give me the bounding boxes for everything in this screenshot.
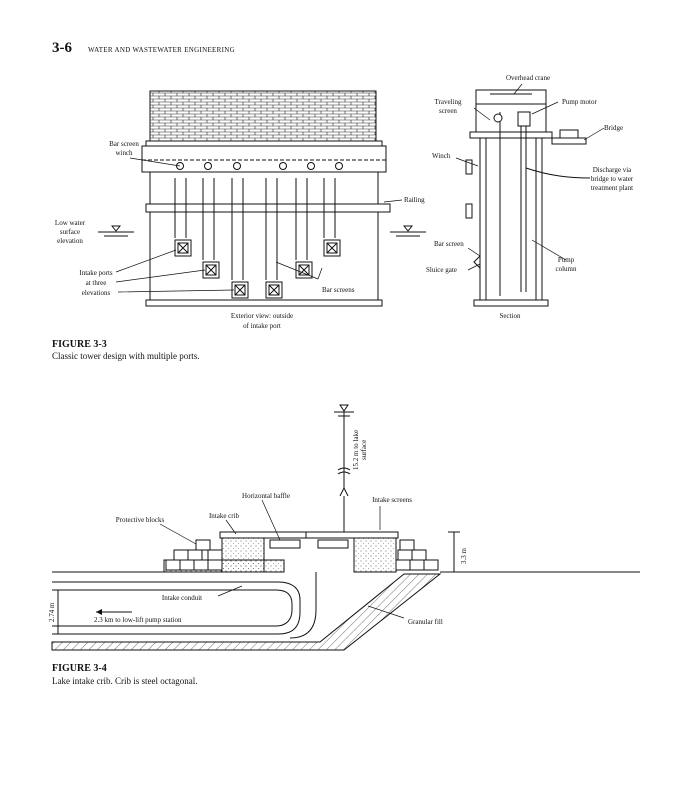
section-leaders [455, 83, 605, 271]
figure-3-4-leaders [159, 499, 405, 619]
label-lake-surface-2: surface [360, 440, 368, 460]
label-lake-surface-1: 15.2 m to lake [352, 430, 360, 470]
label-bridge: Bridge [604, 124, 623, 132]
label-intake-crib: Intake crib [209, 512, 240, 520]
label-intake-ports-3: elevations [82, 289, 111, 297]
label-intake-screens: Intake screens [372, 496, 412, 504]
label-low-water-3: elevation [57, 237, 83, 245]
running-title: WATER AND WASTEWATER ENGINEERING [88, 46, 235, 54]
label-intake-conduit: Intake conduit [162, 594, 202, 602]
label-exterior-view-2: of intake port [243, 322, 281, 330]
label-section: Section [500, 312, 521, 320]
page-number: 3-6 [52, 40, 72, 56]
label-bar-screen-winch-2: winch [115, 149, 133, 157]
label-bar-screen-winch-1: Bar screen [109, 140, 139, 148]
figure-3-4-caption: Lake intake crib. Crib is steel octagona… [52, 676, 198, 686]
figure-3-3-label: FIGURE 3-3 [52, 339, 107, 350]
winch-row [176, 162, 343, 170]
label-traveling-screen-1: Traveling [435, 98, 462, 106]
label-low-water-2: surface [60, 228, 80, 236]
figure-3-3-caption: Classic tower design with multiple ports… [52, 351, 200, 361]
label-overhead-crane: Overhead crane [506, 74, 550, 82]
label-bar-screen: Bar screen [434, 240, 464, 248]
label-pump-column-1: Pump [558, 256, 575, 264]
label-discharge-2: bridge to water [591, 175, 634, 183]
figure-3-4-labels: 15.2 m to lake surface Horizontal baffle… [48, 430, 468, 626]
label-pump-column-2: column [556, 265, 577, 273]
label-sluice-gate: Sluice gate [426, 266, 457, 274]
label-exterior-view-1: Exterior view: outside [231, 312, 293, 320]
tower-exterior [141, 90, 391, 307]
intake-ports [174, 239, 341, 299]
figure-3-3-labels: Bar screen winch Low water surface eleva… [55, 74, 634, 330]
water-level-marks [98, 225, 426, 237]
label-winch: Winch [432, 152, 451, 160]
label-low-water-1: Low water [55, 219, 86, 227]
figure-3-4-drawing [51, 404, 640, 651]
label-horizontal-baffle: Horizontal baffle [242, 492, 290, 500]
intake-port-channels [174, 178, 336, 280]
label-traveling-screen-2: screen [439, 107, 457, 115]
label-dim-3-3: 3.3 m [460, 548, 468, 565]
label-dim-2-74: 2.74 m [48, 602, 56, 622]
label-discharge-3: treatment plant [591, 184, 633, 192]
label-intake-ports-1: Intake ports [79, 269, 113, 277]
figure-3-3-leaders [115, 157, 403, 293]
label-protective-blocks: Protective blocks [116, 516, 165, 524]
label-intake-ports-2: at three [86, 279, 107, 287]
label-pump-motor: Pump motor [562, 98, 597, 106]
figure-3-4-label: FIGURE 3-4 [52, 663, 107, 674]
label-discharge-1: Discharge via [593, 166, 632, 174]
label-bar-screens: Bar screens [322, 286, 355, 294]
label-granular-fill: Granular fill [408, 618, 443, 626]
label-to-pump-station: 2.3 km to low-lift pump station [94, 616, 182, 624]
label-railing: Railing [404, 196, 425, 204]
tower-section [465, 89, 591, 307]
